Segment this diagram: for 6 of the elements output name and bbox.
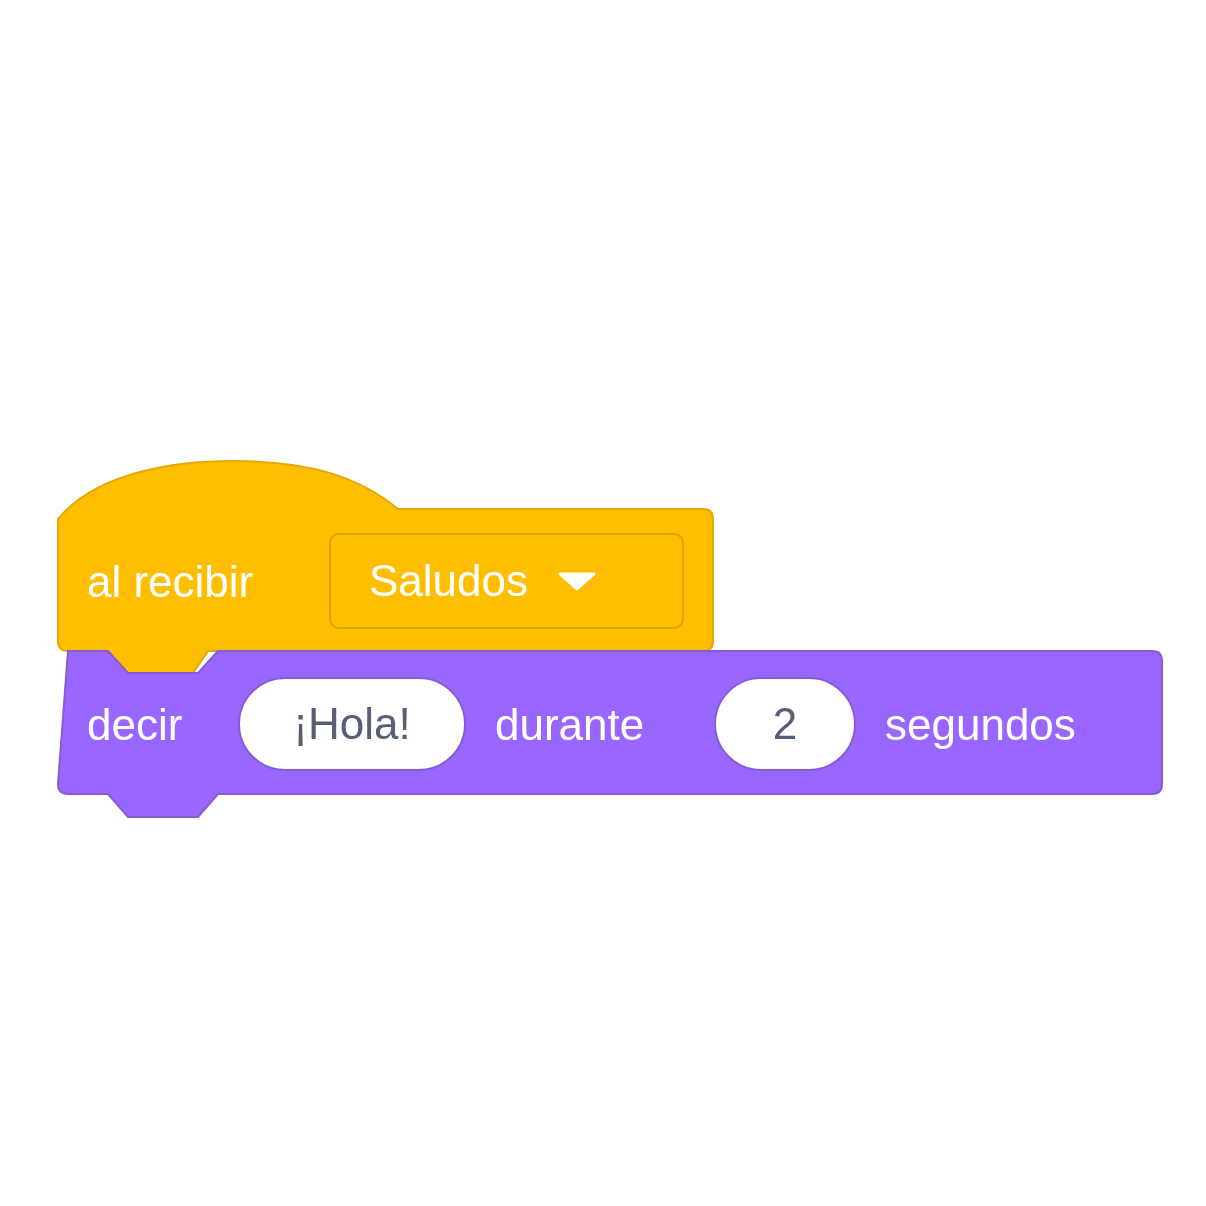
input-field: ¡Hola! [238,677,466,771]
block-label: decir [87,700,183,750]
block-label: durante [495,700,645,750]
block-label: segundos [885,700,1076,750]
block-label: al recibir [87,557,254,607]
dropdown-menu: Saludos [329,533,684,629]
